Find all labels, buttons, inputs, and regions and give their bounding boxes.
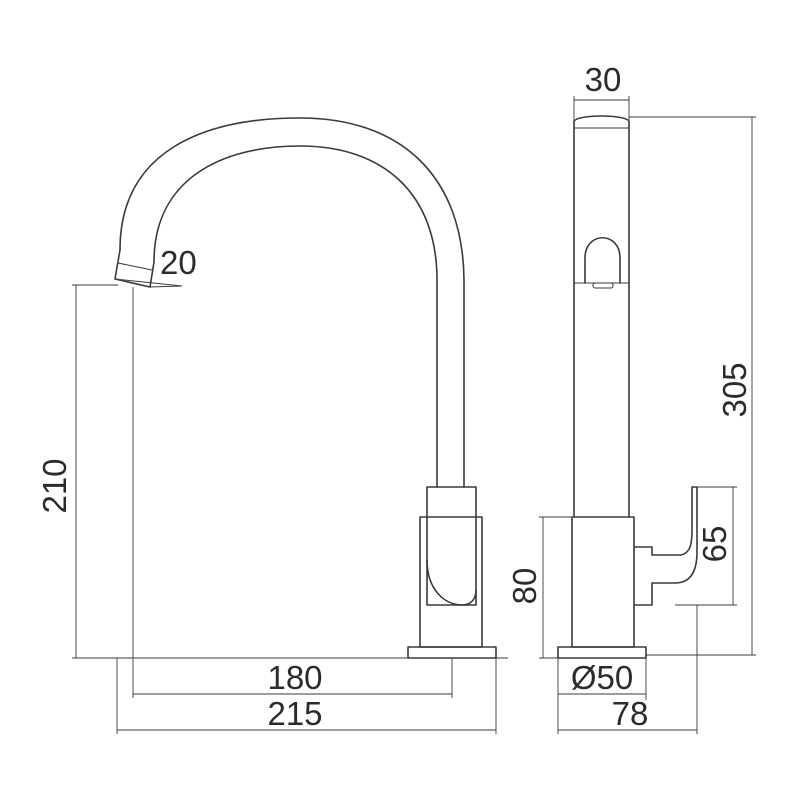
front-handle-arc <box>426 559 477 606</box>
front-base-plate <box>407 646 497 659</box>
dim-65-label: 65 <box>696 526 733 563</box>
dim-305-label: 305 <box>716 362 753 417</box>
dim-180-label: 180 <box>267 659 322 696</box>
side-handle <box>633 486 698 606</box>
dim-80-label: 80 <box>506 568 543 605</box>
side-base-plate <box>557 646 647 659</box>
side-column <box>573 115 630 518</box>
dim-20-line <box>114 278 183 287</box>
spout-inner-curve <box>153 145 438 488</box>
nozzle-edge <box>117 262 153 271</box>
front-body-upper <box>426 486 477 606</box>
spout-outer-curve <box>119 117 465 488</box>
side-body <box>571 516 635 648</box>
dim-210-label: 210 <box>36 458 73 513</box>
dim-78-label: 78 <box>612 695 649 732</box>
front-view: 20 210 180 215 <box>36 117 508 734</box>
side-outlet-arch <box>584 236 621 284</box>
spout-nozzle <box>114 249 155 288</box>
dim-50-label: Ø50 <box>571 659 633 696</box>
dim-30-label: 30 <box>585 61 622 98</box>
side-view: 30 305 80 65 Ø50 78 <box>506 61 756 734</box>
dim-20-label: 20 <box>160 244 197 281</box>
side-outlet-aerator <box>592 282 614 289</box>
dim-215-label: 215 <box>267 695 322 732</box>
front-body-lower <box>419 516 483 648</box>
dim-20-extension <box>149 285 183 288</box>
